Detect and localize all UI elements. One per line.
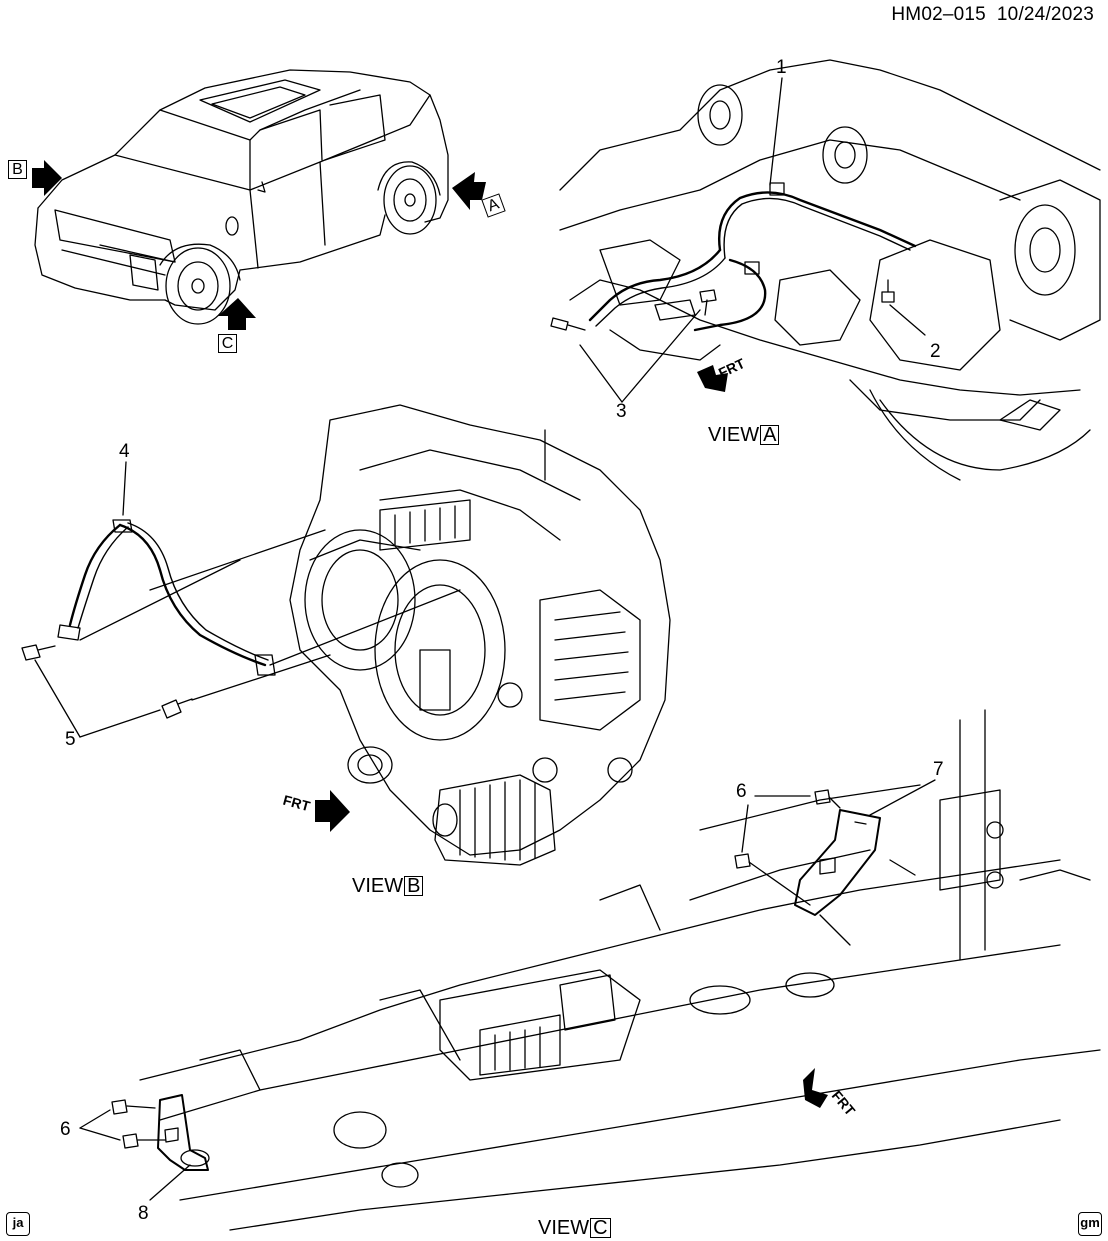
callout-1: 1 [776, 57, 787, 78]
front-arrow-view-b [315, 790, 350, 832]
view-a-prefix: VIEW [708, 424, 760, 446]
view-a-illustration [550, 59, 1101, 481]
view-c-arrow-tag: C [218, 334, 237, 353]
corner-mark-left: ja [6, 1212, 30, 1236]
view-c-illustration [79, 709, 1101, 1231]
view-b-prefix: VIEW [352, 875, 404, 897]
callout-5: 5 [65, 729, 76, 750]
drawing-code: HM02–015 [891, 4, 986, 25]
drawing-id: HM02–015 10/24/2023 [891, 4, 1094, 26]
view-c-prefix: VIEW [538, 1217, 590, 1239]
drawing-date: 10/24/2023 [996, 4, 1094, 25]
vehicle-overview [34, 69, 449, 325]
callout-6-upper: 6 [736, 781, 747, 802]
callout-3: 3 [616, 401, 627, 422]
view-b-illustration [21, 404, 671, 866]
callout-2: 2 [930, 341, 941, 362]
callout-8: 8 [138, 1203, 149, 1224]
callout-4: 4 [119, 441, 130, 462]
view-a-direction-arrow [452, 172, 486, 210]
callout-7: 7 [933, 759, 944, 780]
view-b-letter: B [404, 876, 424, 896]
view-c-letter: C [590, 1218, 611, 1238]
front-arrow-view-c [803, 1068, 828, 1108]
corner-mark-right: gm [1078, 1212, 1102, 1236]
callout-6-lower: 6 [60, 1119, 71, 1140]
view-b-direction-arrow [32, 160, 62, 196]
view-c-direction-arrow [218, 298, 256, 330]
view-b-arrow-tag: B [8, 160, 27, 179]
view-a-letter: A [760, 425, 780, 445]
front-arrow-view-a [697, 365, 728, 392]
